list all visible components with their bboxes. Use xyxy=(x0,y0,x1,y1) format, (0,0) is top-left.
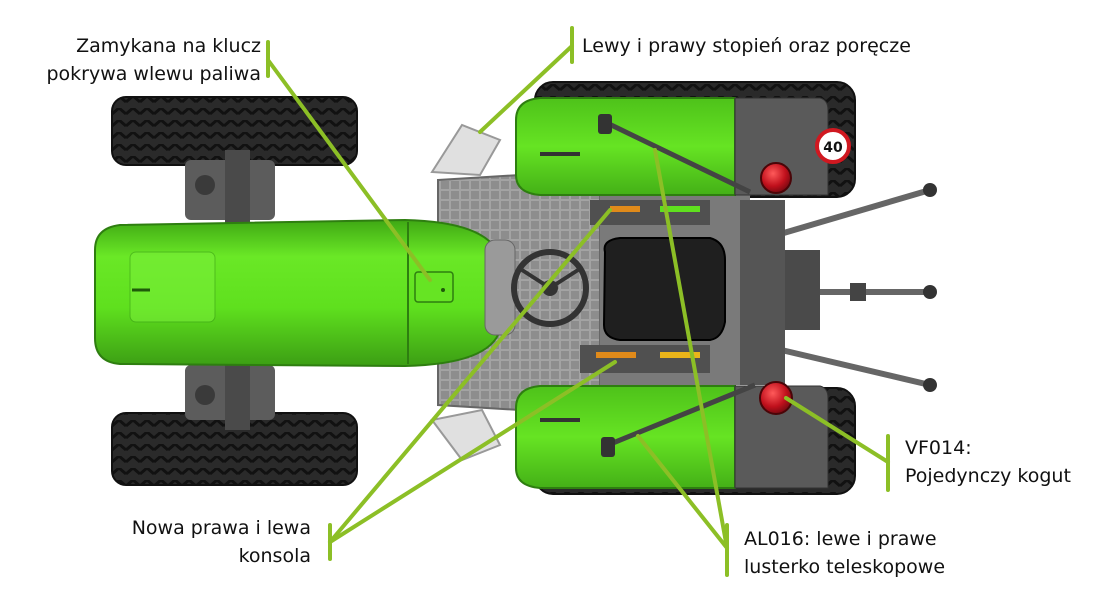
callout-line-console-left xyxy=(328,360,617,544)
speed-limit-sign: 40 xyxy=(815,128,851,164)
label-mirror-line2: lusterko teleskopowe xyxy=(744,556,946,578)
label-mirror: AL016: lewe i prawe lusterko teleskopowe xyxy=(744,525,945,581)
speed-limit-value: 40 xyxy=(823,140,843,156)
callout-line-fuel-cap xyxy=(266,58,432,282)
rear-lamp xyxy=(760,162,792,194)
engine-hood xyxy=(94,218,501,368)
callout-line-beacon xyxy=(784,396,890,464)
rotating-beacon xyxy=(759,381,793,415)
callout-line-console-right xyxy=(328,208,612,544)
label-steps: Lewy i prawy stopień oraz poręcze xyxy=(582,32,911,60)
left-fender xyxy=(515,97,829,196)
label-steps-line1: Lewy i prawy stopień oraz poręcze xyxy=(582,35,911,57)
label-mirror-line1: AL016: lewe i prawe xyxy=(744,528,937,550)
label-console-line1: Nowa prawa i lewa xyxy=(131,517,311,539)
left-step xyxy=(430,123,502,177)
label-fuel-cap: Zamykana na klucz pokrywa wlewu paliwa xyxy=(46,32,261,88)
steering-column xyxy=(484,239,516,336)
rear-linkage xyxy=(759,183,937,392)
label-beacon-line1: VF014: xyxy=(905,437,972,459)
label-beacon-line2: Pojedynczy kogut xyxy=(905,465,1071,487)
label-console-line2: konsola xyxy=(238,545,311,567)
label-fuel-cap-line1: Zamykana na klucz xyxy=(76,35,261,57)
callout-line-steps xyxy=(478,44,574,134)
callout-line-mirror-left xyxy=(653,148,729,550)
front-axle xyxy=(185,150,275,430)
callout-line-mirror-right xyxy=(636,434,729,550)
right-step xyxy=(430,408,502,462)
operator-seat xyxy=(602,237,726,341)
fuel-cap xyxy=(414,271,454,303)
left-telescopic-mirror xyxy=(598,114,752,195)
right-telescopic-mirror xyxy=(601,382,756,457)
label-beacon: VF014: Pojedynczy kogut xyxy=(905,434,1071,490)
label-console: Nowa prawa i lewa konsola xyxy=(132,514,311,570)
label-fuel-cap-line2: pokrywa wlewu paliwa xyxy=(46,63,261,85)
